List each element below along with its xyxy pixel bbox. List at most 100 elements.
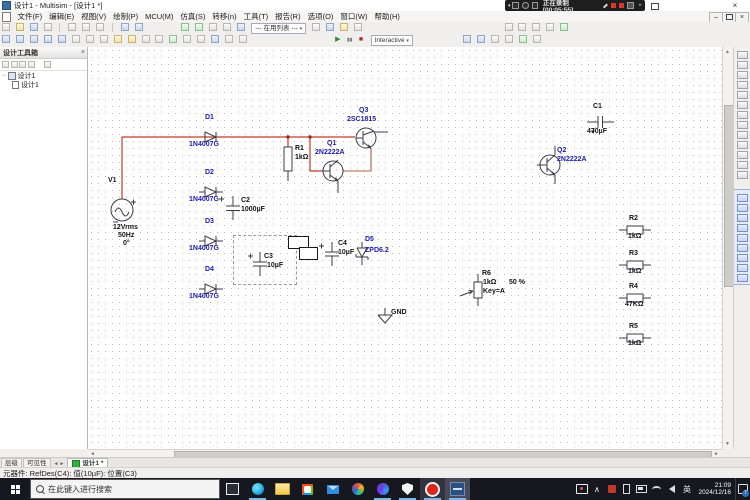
component-transistor-icon[interactable] (43, 35, 52, 43)
component-ttl-icon[interactable] (71, 35, 80, 43)
component-v1-ref[interactable]: V1 (108, 177, 117, 184)
taskbar-clock[interactable]: 21:09 2024/12/16 (694, 482, 735, 497)
open-icon[interactable] (15, 23, 24, 31)
tree-node-design-root[interactable]: − 设计1 (2, 71, 36, 80)
media-app-button[interactable] (370, 478, 395, 500)
component-q2-value[interactable]: 2N2222A (557, 156, 587, 163)
component-q2-ref[interactable]: Q2 (557, 147, 567, 154)
component-r2-ref[interactable]: R2 (629, 215, 638, 222)
component-r6-ref[interactable]: R6 (482, 270, 491, 277)
menu-help[interactable]: 帮助(H) (374, 12, 400, 21)
record-indicator-icon[interactable] (611, 3, 617, 8)
component-q1-ref[interactable]: Q1 (327, 140, 337, 147)
schematic-canvas[interactable]: V1 12Vrms 50Hz 0° D1 1N4007G D2 1N4007G … (88, 47, 722, 449)
component-r6-key[interactable]: Key=A (483, 288, 505, 295)
component-d3-value[interactable]: 1N4007G (189, 245, 219, 252)
undo-icon[interactable] (120, 23, 129, 31)
component-q3-ref[interactable]: Q3 (359, 107, 369, 114)
scroll-up-icon[interactable]: ▲ (725, 49, 730, 55)
photos-button[interactable] (345, 478, 370, 500)
component-d4-value[interactable]: 1N4007G (189, 293, 219, 300)
measurement-probe-icon[interactable] (736, 274, 748, 282)
zoom-out-icon[interactable] (518, 23, 527, 31)
component-c2-ref[interactable]: C2 (241, 197, 250, 204)
component-r3-value[interactable]: 1kΩ (628, 268, 642, 275)
zoom-area-icon[interactable] (532, 23, 541, 31)
component-connector-icon[interactable] (225, 35, 234, 43)
ni-elvis-icon[interactable] (736, 254, 748, 262)
simulate-run-icon[interactable]: ▶ (335, 36, 341, 43)
postprocessor-icon[interactable] (353, 23, 362, 31)
horizontal-scrollbar[interactable]: ◄ ► (88, 449, 722, 458)
wifi-tray-icon[interactable] (649, 478, 664, 500)
camera-icon[interactable] (626, 2, 634, 9)
logic-converter-icon[interactable] (736, 131, 748, 139)
probe-settings-icon[interactable] (533, 35, 542, 43)
show-grid-icon[interactable] (180, 23, 189, 31)
graph-icon[interactable] (326, 23, 335, 31)
panel-close-icon[interactable]: × (80, 49, 85, 56)
probe-power-icon[interactable] (491, 35, 500, 43)
edge-button[interactable] (245, 478, 270, 500)
toolbox-new-icon[interactable] (2, 61, 9, 68)
component-ni-icon[interactable] (211, 35, 220, 43)
settings-icon[interactable] (512, 2, 519, 9)
component-r4-ref[interactable]: R4 (629, 283, 638, 290)
component-d4-ref[interactable]: D4 (205, 266, 214, 273)
agilent-multimeter-icon[interactable] (736, 214, 748, 222)
tab-hierarchy[interactable]: 层级 (1, 458, 22, 468)
save-icon[interactable] (29, 23, 38, 31)
maximize-button[interactable] (648, 1, 662, 10)
component-r3-ref[interactable]: R3 (629, 250, 638, 257)
task-view-button[interactable] (220, 478, 245, 500)
tray-app-icon-red[interactable] (604, 478, 619, 500)
caret-down-icon[interactable]: ▾ (508, 2, 511, 9)
component-r1-ref[interactable]: R1 (295, 145, 304, 152)
oscilloscope-icon[interactable] (736, 81, 748, 89)
component-c4-value[interactable]: 10µF (338, 249, 355, 256)
simulate-pause-icon[interactable]: ▮▮ (346, 37, 353, 43)
volume-tray-icon[interactable] (664, 478, 679, 500)
scroll-down-icon[interactable]: ▼ (725, 441, 730, 447)
zoom-icon[interactable] (521, 2, 529, 9)
close-overlay-icon[interactable]: × (638, 2, 643, 9)
usb-tray-icon[interactable] (619, 478, 634, 500)
document-tab-design1[interactable]: 设计1 * (67, 458, 109, 468)
help-icon[interactable] (312, 23, 321, 31)
language-indicator[interactable]: 英 (682, 484, 691, 494)
menu-tools[interactable]: 工具(T) (243, 12, 269, 21)
menu-reports[interactable]: 报告(R) (275, 12, 301, 21)
component-misc-icon[interactable] (155, 35, 164, 43)
distortion-analyzer-icon[interactable] (736, 161, 748, 169)
component-c1-value[interactable]: 470µF (587, 128, 607, 135)
component-r5-ref[interactable]: R5 (629, 323, 638, 330)
battery-tray-icon[interactable] (634, 478, 649, 500)
frame-icon[interactable] (531, 2, 539, 9)
menu-window[interactable]: 窗口(W) (340, 12, 368, 21)
word-generator-icon[interactable] (736, 121, 748, 129)
scroll-left-icon[interactable]: ◄ (90, 451, 95, 457)
annotate-pencil-icon[interactable] (603, 3, 608, 8)
menu-transfer[interactable]: 转移(n) (212, 12, 237, 21)
component-r5-value[interactable]: 1kΩ (628, 340, 642, 347)
redo-icon[interactable] (134, 23, 143, 31)
screen-recorder-button[interactable] (420, 478, 445, 500)
component-source-icon[interactable] (2, 35, 10, 43)
ruler-icon[interactable] (208, 23, 217, 31)
component-d3-ref[interactable]: D3 (205, 218, 214, 225)
tektronix-oscilloscope-icon[interactable] (736, 234, 748, 242)
toolbox-save-icon[interactable] (19, 61, 26, 68)
menu-edit[interactable]: 编辑(E) (49, 12, 75, 21)
properties-icon[interactable] (236, 23, 245, 31)
component-d1-value[interactable]: 1N4007G (189, 141, 219, 148)
component-c3-ref[interactable]: C3 (264, 253, 273, 260)
new-icon[interactable] (2, 23, 10, 31)
analysis-icon[interactable] (340, 23, 348, 31)
menu-place[interactable]: 绘制(P) (113, 12, 139, 21)
defender-button[interactable] (395, 478, 420, 500)
network-analyzer-icon[interactable] (736, 194, 748, 202)
iv-analyzer-icon[interactable] (736, 151, 748, 159)
component-peripherals-icon[interactable] (169, 35, 178, 43)
component-c4-ref[interactable]: C4 (338, 240, 347, 247)
taskbar-search-input[interactable]: 在此键入进行搜索 (30, 479, 220, 499)
